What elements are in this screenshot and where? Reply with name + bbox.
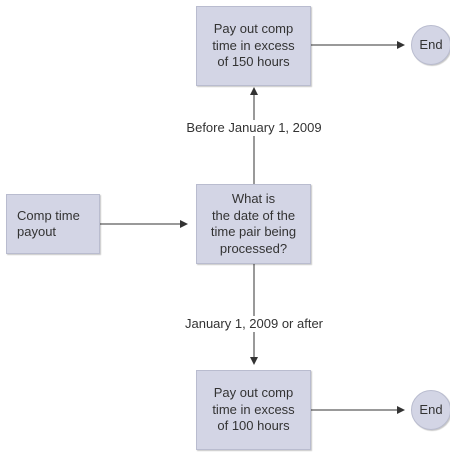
edge-label-after: January 1, 2009 or after	[182, 316, 326, 332]
edge-label-before: Before January 1, 2009	[184, 120, 324, 136]
top-action-node: Pay out comp time in excess of 150 hours	[196, 6, 311, 86]
bottom-end-node: End	[411, 390, 450, 430]
decision-node: What is the date of the time pair being …	[196, 184, 311, 264]
start-node: Comp time payout	[6, 194, 100, 254]
bottom-action-node: Pay out comp time in excess of 100 hours	[196, 370, 311, 450]
top-end-node: End	[411, 25, 450, 65]
